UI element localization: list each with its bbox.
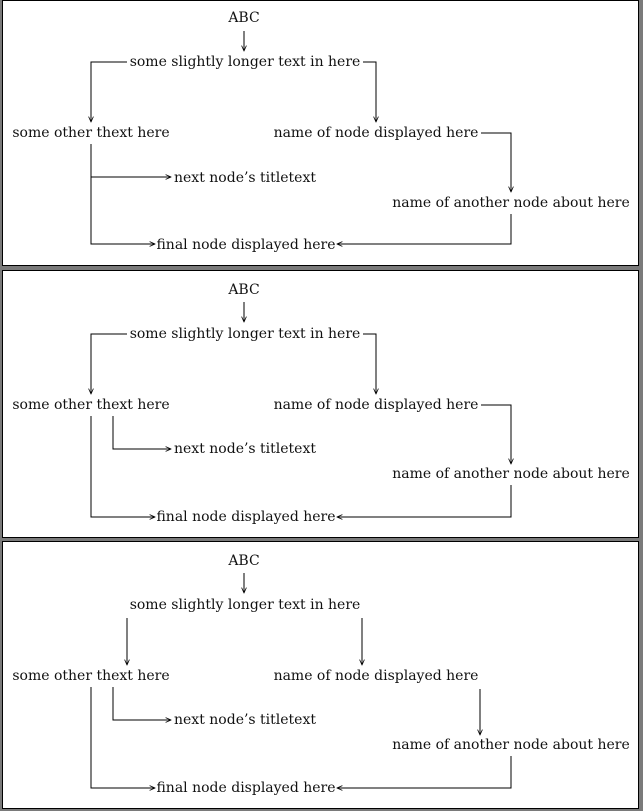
node-longer-text: some slightly longer text in here — [129, 54, 361, 70]
edge-longer-to-other — [91, 333, 127, 394]
node-abc: ABC — [228, 10, 260, 26]
node-name-of-node: name of node displayed here — [273, 668, 479, 684]
diagram-panel-2: ABC some slightly longer text in here so… — [2, 270, 639, 538]
node-abc: ABC — [228, 553, 260, 569]
node-final-node: final node displayed here — [156, 237, 336, 253]
edge-name-to-another — [481, 404, 511, 464]
node-other-text: some other thext here — [12, 125, 170, 141]
edge-another-to-final — [337, 485, 512, 517]
diagram-panel-1: ABC some slightly longer text in here so… — [2, 0, 639, 266]
diagram-2-connectors — [3, 302, 640, 539]
edge-other-to-next — [112, 687, 171, 720]
node-next-node: next node’s titletext — [174, 441, 316, 457]
diagram-panel-3: ABC some slightly longer text in here so… — [2, 541, 639, 809]
node-longer-text: some slightly longer text in here — [129, 597, 361, 613]
node-name-of-node: name of node displayed here — [273, 397, 479, 413]
edge-other-to-final — [90, 687, 155, 788]
node-other-text: some other thext here — [12, 668, 170, 684]
node-longer-text: some slightly longer text in here — [129, 326, 361, 342]
node-name-of-node: name of node displayed here — [273, 125, 479, 141]
edge-other-to-next — [90, 144, 171, 177]
diagram-1-connectors — [3, 31, 640, 267]
node-other-text: some other thext here — [12, 397, 170, 413]
node-next-node: next node’s titletext — [174, 170, 316, 186]
edge-another-to-final — [337, 214, 512, 244]
node-another-node: name of another node about here — [392, 195, 630, 211]
edge-longer-to-name — [363, 333, 376, 394]
node-another-node: name of another node about here — [392, 737, 630, 753]
edge-other-to-final — [90, 177, 155, 244]
edge-another-to-final — [337, 756, 512, 788]
node-abc: ABC — [228, 282, 260, 298]
edge-other-to-next — [112, 416, 171, 449]
diagram-3-connectors — [90, 573, 512, 810]
edge-name-to-another — [481, 132, 511, 192]
edge-longer-to-other — [91, 61, 127, 122]
node-another-node: name of another node about here — [392, 466, 630, 482]
node-next-node: next node’s titletext — [174, 712, 316, 728]
node-final-node: final node displayed here — [156, 780, 336, 796]
node-final-node: final node displayed here — [156, 509, 336, 525]
edge-longer-to-name — [363, 61, 376, 122]
edge-other-to-final — [90, 416, 155, 517]
